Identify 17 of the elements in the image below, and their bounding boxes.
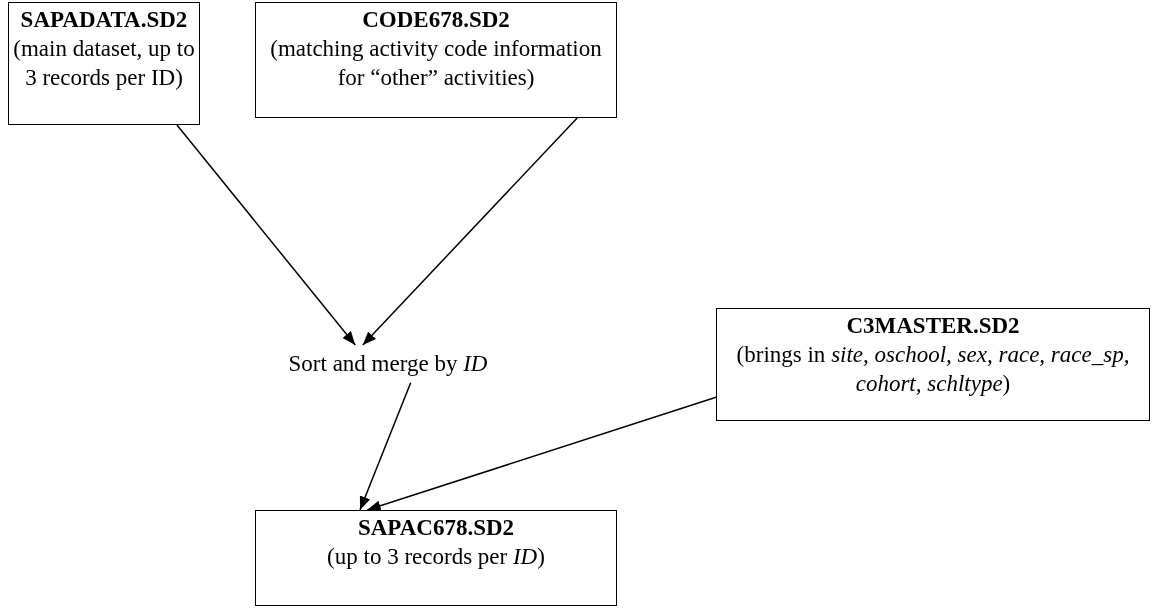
file-name: SAPADATA.SD2 bbox=[20, 6, 188, 34]
file-box bbox=[255, 2, 617, 118]
description-text: (brings in site, oschool, sex, race, race_sp, cohort, schltype) bbox=[735, 341, 1131, 398]
file-box bbox=[716, 308, 1150, 421]
description-text: Sort and merge by ID bbox=[288, 349, 488, 378]
description-text: (up to 3 records per ID) bbox=[327, 543, 545, 571]
arrow bbox=[176, 124, 356, 346]
file-box bbox=[8, 2, 200, 125]
arrow bbox=[366, 396, 717, 511]
description-text: (matching activity code information for “other” activities) bbox=[269, 35, 603, 92]
file-name: C3MASTER.SD2 bbox=[846, 312, 1020, 340]
arrow bbox=[359, 382, 412, 511]
arrow bbox=[362, 117, 578, 346]
file-name: CODE678.SD2 bbox=[362, 6, 510, 34]
description-text: (main dataset, up to 3 records per ID) bbox=[12, 35, 196, 92]
file-box bbox=[255, 510, 617, 606]
file-name: SAPAC678.SD2 bbox=[357, 514, 515, 542]
